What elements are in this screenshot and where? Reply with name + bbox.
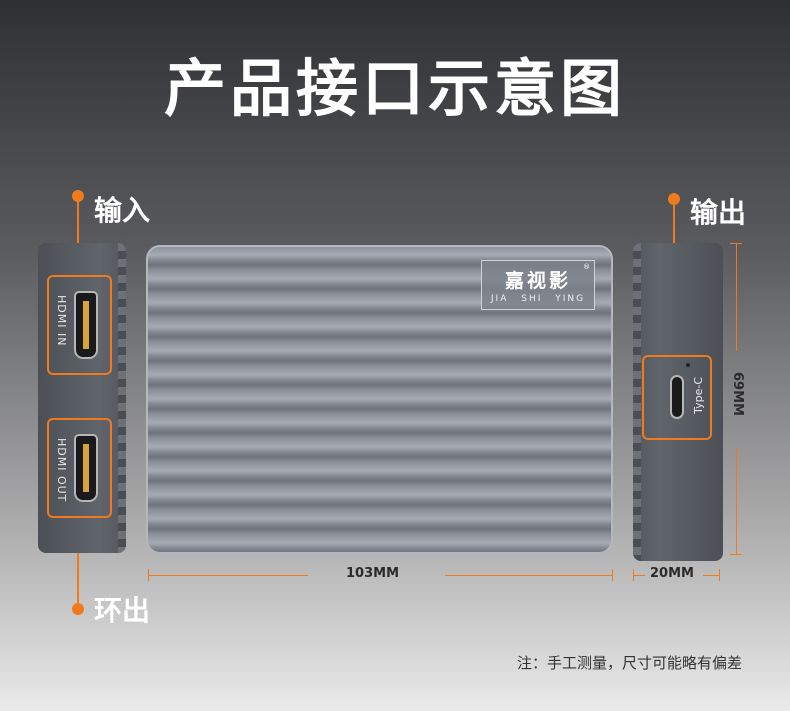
input-callout-line [77, 202, 79, 275]
device-left-side: HDMI IN HDMI OUT [38, 243, 126, 553]
output-callout-dot [668, 193, 680, 205]
type-c-label: Type-C [692, 377, 705, 414]
length-dimension-line-right [445, 575, 613, 576]
thickness-dimension-tick-left [633, 569, 634, 581]
thickness-dimension-line-right [703, 575, 720, 576]
width-dimension-line-top [736, 243, 737, 351]
status-led-icon [686, 363, 690, 367]
output-callout-label: 输出 [690, 196, 747, 229]
brand-name-pinyin: JIA SHI YING [490, 294, 586, 304]
input-callout-label: 输入 [94, 194, 151, 227]
hdmi-out-port-box: HDMI OUT [47, 418, 112, 518]
hdmi-in-port-box: HDMI IN [47, 275, 112, 375]
registered-mark: ® [583, 263, 590, 271]
thickness-dimension-line-left [633, 575, 645, 576]
brand-name-chinese: 嘉视影 [504, 270, 571, 292]
hdmi-out-label: HDMI OUT [55, 438, 68, 503]
side-ribs [633, 243, 641, 561]
length-dimension-tick-right [612, 569, 613, 581]
width-dimension-label: 69MM [730, 372, 745, 416]
device-right-side: Type-C [633, 243, 723, 561]
side-ribs [118, 243, 126, 553]
hdmi-port-icon [74, 291, 98, 359]
type-c-port-icon [670, 375, 684, 419]
input-callout-dot [72, 190, 84, 202]
length-dimension-label: 103MM [346, 566, 400, 581]
width-dimension-line-bottom [736, 448, 737, 555]
page-title: 产品接口示意图 [163, 52, 626, 125]
measurement-note: 注：手工测量，尺寸可能略有偏差 [516, 654, 742, 672]
type-c-port-box: Type-C [642, 355, 712, 440]
loopout-callout-line [77, 526, 79, 606]
length-dimension-tick-left [148, 569, 149, 581]
hdmi-port-icon [74, 434, 98, 502]
width-dimension-tick-bottom [730, 554, 742, 555]
loopout-callout-dot [72, 603, 84, 615]
hdmi-in-label: HDMI IN [55, 295, 68, 347]
thickness-dimension-label: 20MM [650, 566, 694, 581]
length-dimension-line-left [148, 575, 308, 576]
thickness-dimension-tick-right [719, 569, 720, 581]
loopout-callout-label: 环出 [94, 594, 151, 627]
brand-logo: ® 嘉视影 JIA SHI YING [481, 260, 595, 310]
